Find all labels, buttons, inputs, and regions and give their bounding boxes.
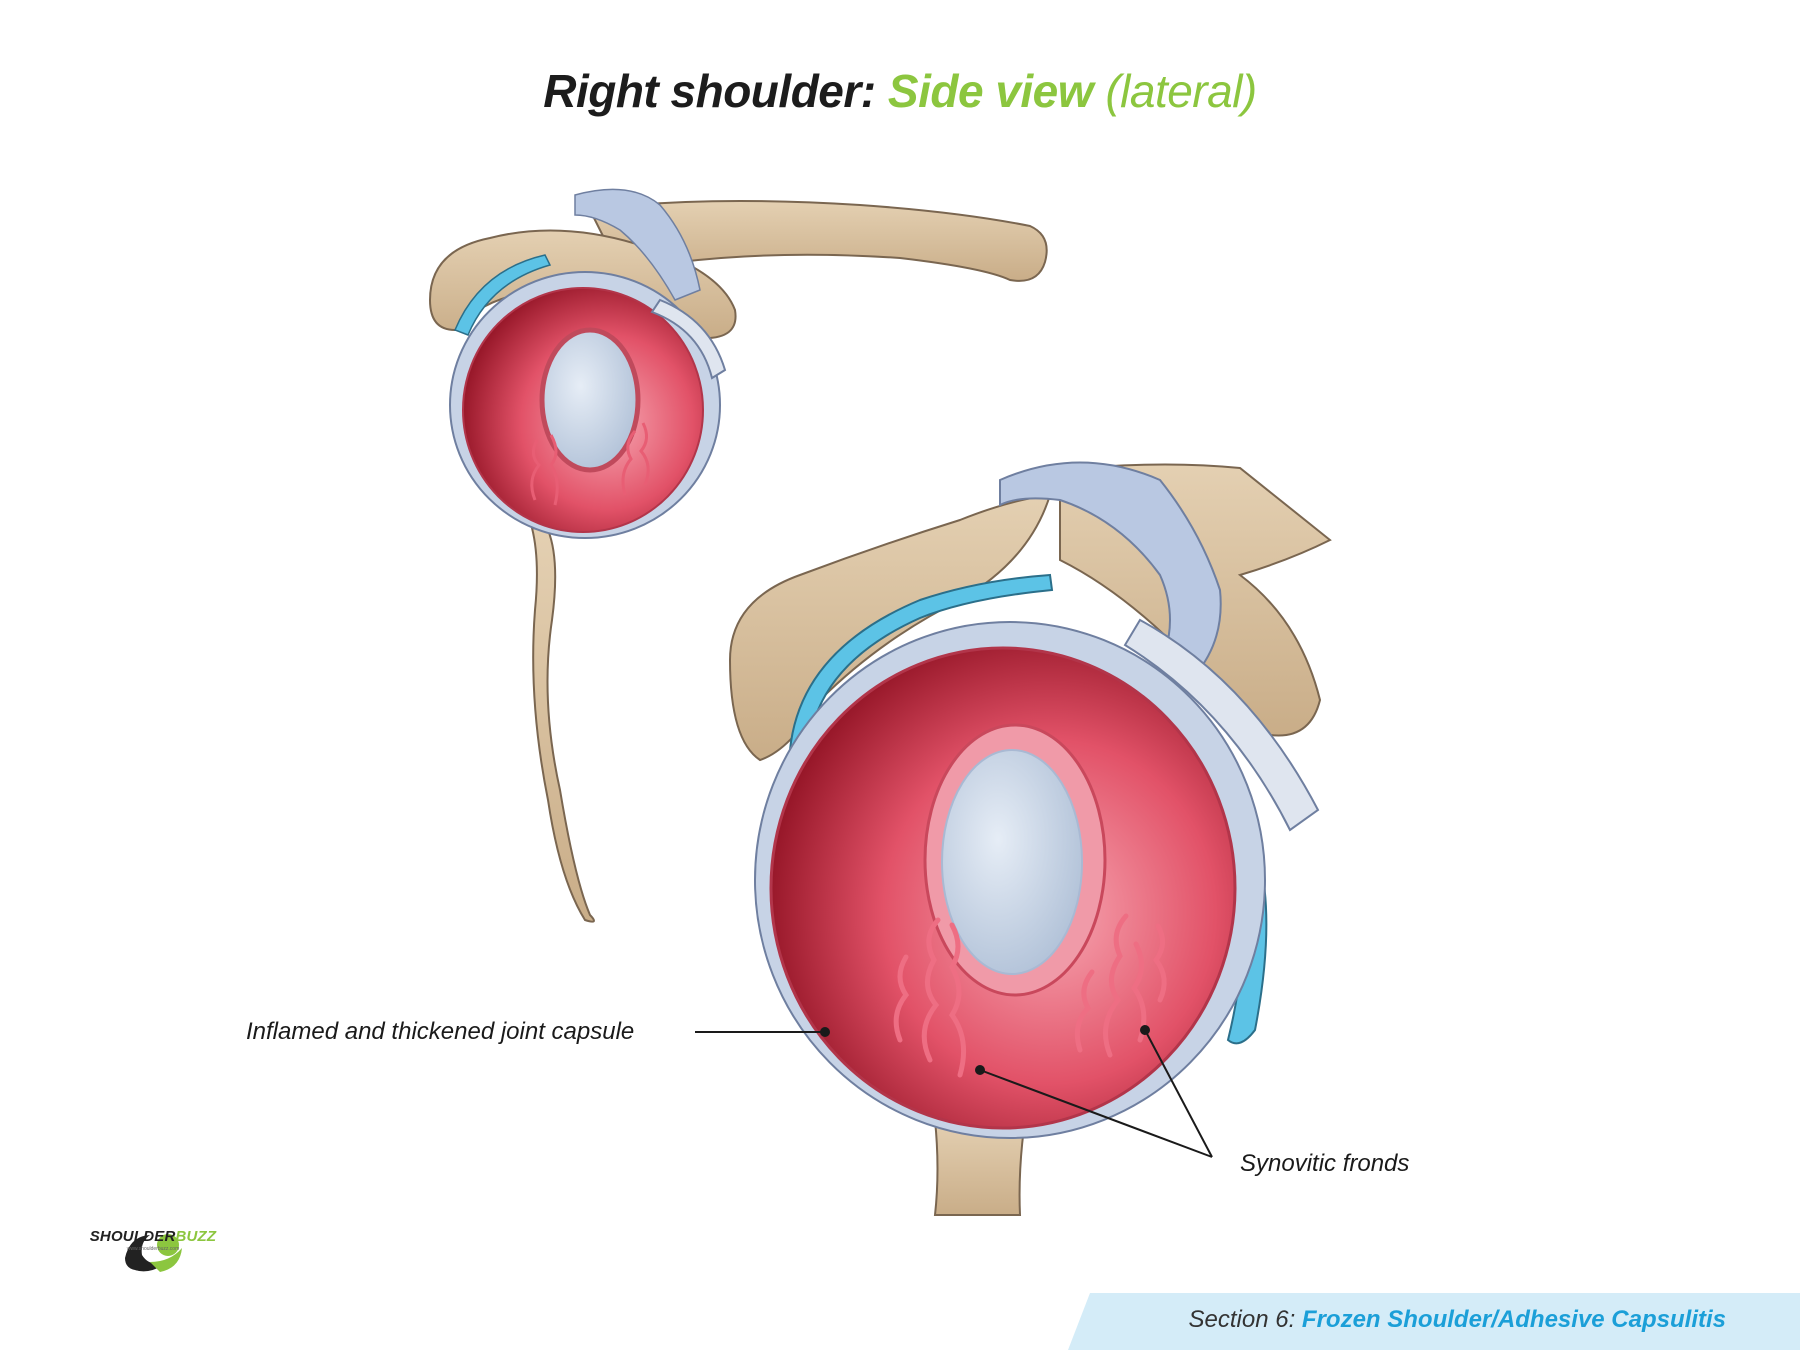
title-part-3: (lateral): [1093, 65, 1257, 117]
capsule-label: Inflamed and thickened joint capsule: [246, 1018, 635, 1045]
large-glenoid: [941, 749, 1083, 975]
title-separator: :: [860, 65, 888, 117]
fronds-label: Synovitic fronds: [1240, 1150, 1410, 1177]
title-part-2: Side view: [887, 65, 1094, 117]
logo-ball: [157, 1234, 179, 1256]
small-ligament: [574, 188, 701, 301]
large-bursa: [788, 573, 1054, 754]
fronds-leader-1-dot: [975, 1065, 985, 1075]
logo-name-b: BUZZ: [175, 1228, 217, 1245]
title-part-1: Right shoulder: [543, 65, 861, 117]
page-title: Right shoulder: Side view (lateral): [0, 64, 1800, 118]
small-synovitic-fronds: [530, 422, 650, 506]
small-coracoid: [650, 298, 727, 380]
small-clavicle: [588, 200, 1048, 282]
leader-lines: [695, 1025, 1213, 1158]
large-shoulder: [728, 461, 1332, 1216]
footer-topic: Frozen Shoulder/Adhesive Capsulitis: [1301, 1306, 1726, 1333]
large-synovitic-fronds: [893, 913, 1167, 1078]
small-glenoid: [539, 327, 641, 473]
fronds-leader-2: [1144, 1029, 1213, 1158]
logo-url: www.shoulderbuzz.com: [126, 1246, 180, 1252]
footer-section: Section 6:: [1188, 1306, 1302, 1333]
fronds-leader-2-dot: [1140, 1025, 1150, 1035]
logo-name-a: SHOULDER: [89, 1228, 176, 1245]
large-coracoid: [1123, 618, 1320, 832]
footer-band: [1068, 1293, 1800, 1350]
logo[interactable]: SHOULDERBUZZ www.shoulderbuzz.com: [78, 1228, 228, 1252]
large-bone-stub: [933, 1119, 1027, 1216]
small-shoulder: [428, 188, 1048, 923]
fronds-leader-1: [979, 1069, 1213, 1158]
logo-name: SHOULDERBUZZ: [78, 1228, 228, 1245]
capsule-leader-dot: [820, 1027, 830, 1037]
logo-swoosh-dark: [125, 1235, 168, 1272]
footer-caption: Section 6: Frozen Shoulder/Adhesive Caps…: [1189, 1306, 1726, 1334]
small-bursa: [454, 254, 552, 336]
logo-mark: [125, 1234, 182, 1272]
small-scapula-shaft: [530, 526, 595, 923]
logo-swoosh-green: [150, 1248, 182, 1272]
